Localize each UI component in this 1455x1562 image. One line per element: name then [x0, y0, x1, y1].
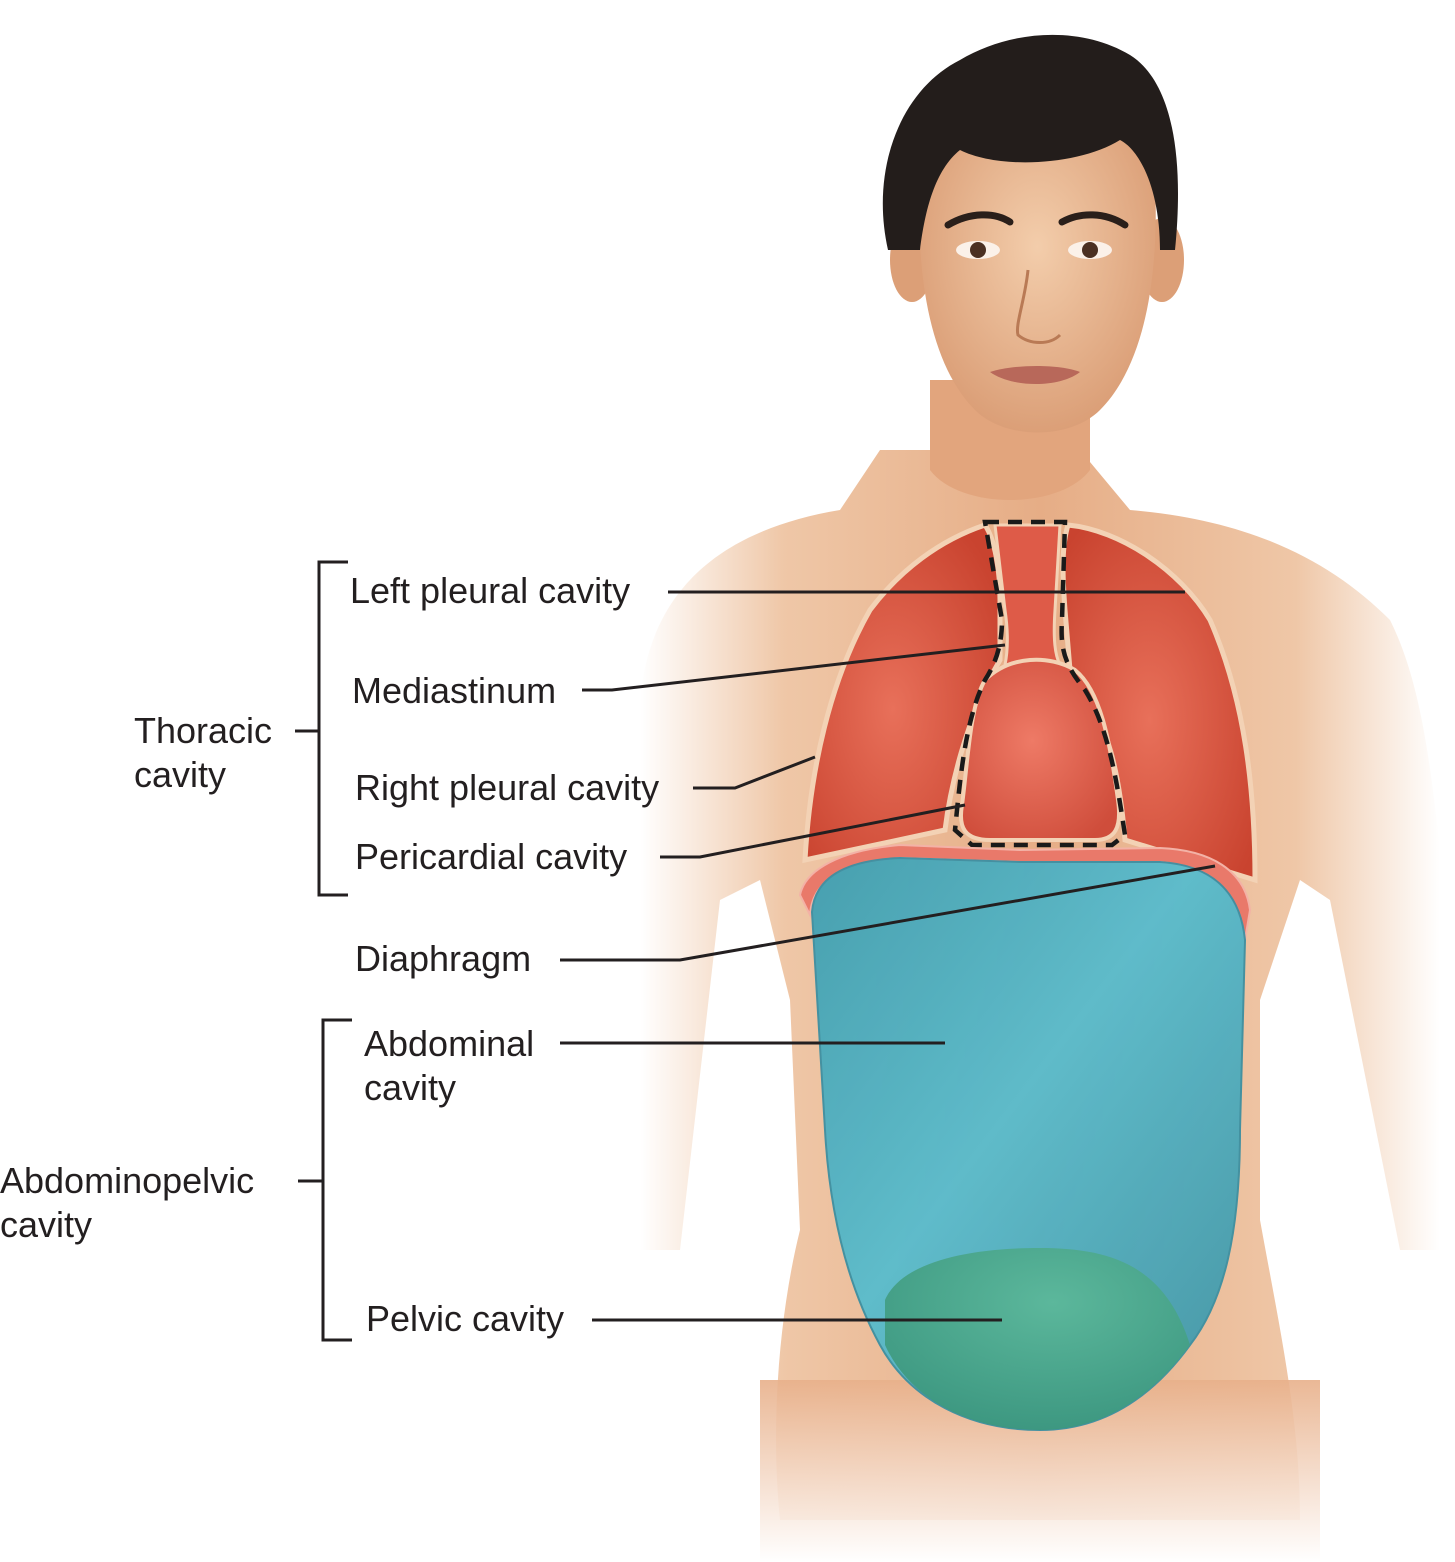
label-diaphragm: Diaphragm — [355, 938, 532, 979]
brackets — [295, 560, 352, 1342]
label-pericardial-cavity: Pericardial cavity — [355, 836, 628, 877]
mediastinum-boundary — [952, 519, 1128, 848]
pelvic-cavity — [885, 1248, 1190, 1430]
mediastinum-organs — [952, 519, 1128, 848]
thoracic-bracket — [317, 560, 348, 897]
hair — [882, 34, 1178, 250]
label-right-pleural-cavity: Right pleural cavity — [355, 767, 660, 808]
label-abdominal-cavity: Abdominal cavity — [364, 1023, 535, 1108]
lungs — [802, 522, 1258, 884]
heart — [959, 657, 1121, 842]
label-pelvic-cavity: Pelvic cavity — [366, 1298, 565, 1339]
leader-lines — [560, 590, 1216, 1322]
leader-pericardial — [660, 803, 966, 859]
left-eyebrow — [944, 211, 1014, 229]
leader-mediastinum — [582, 643, 1006, 692]
leader-right-pleural — [693, 755, 816, 790]
left-iris — [970, 242, 986, 258]
right-eyebrow — [1058, 211, 1129, 229]
mouth — [990, 366, 1080, 384]
label-mediastinum: Mediastinum — [352, 670, 557, 711]
right-iris — [1082, 242, 1098, 258]
label-left-pleural-cavity: Left pleural cavity — [350, 570, 631, 611]
label-thoracic-cavity: Thoracic cavity — [134, 710, 273, 795]
leader-diaphragm — [560, 864, 1216, 962]
abdominopelvic-bracket — [321, 1018, 352, 1342]
left-lung — [1060, 522, 1258, 884]
label-abdominopelvic-cavity: Abdominopelvic cavity — [0, 1160, 255, 1245]
face — [919, 95, 1156, 433]
nose — [1015, 269, 1062, 344]
head — [882, 34, 1184, 433]
